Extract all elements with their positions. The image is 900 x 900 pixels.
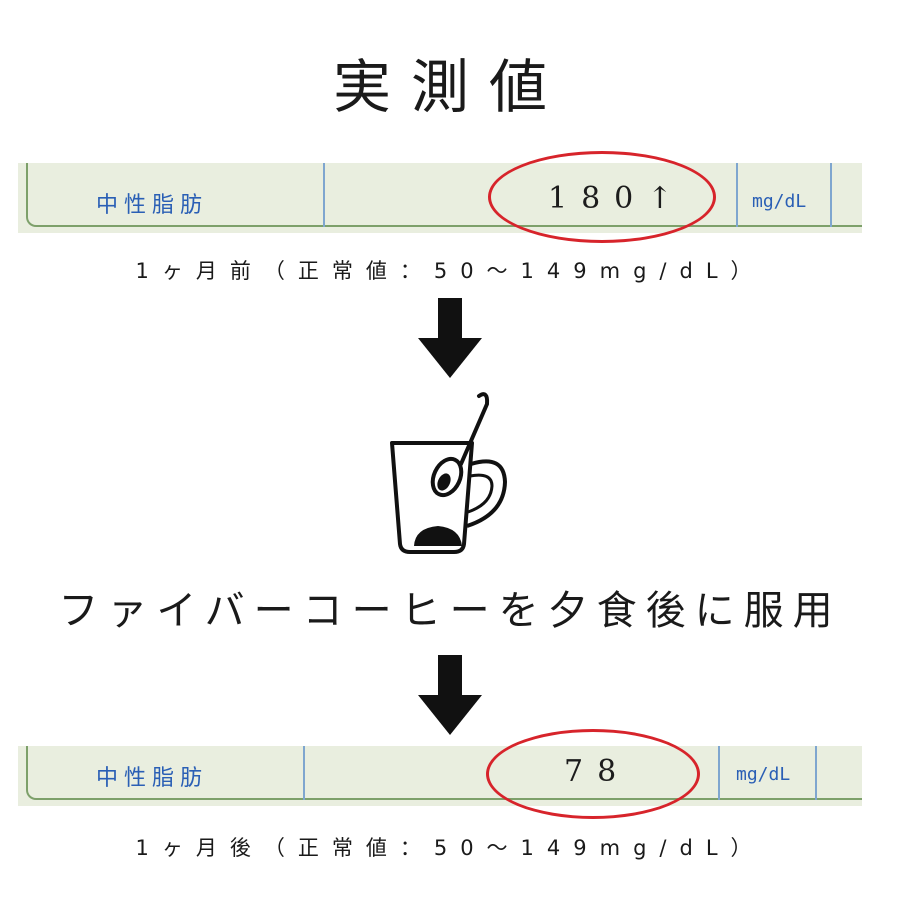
- unit-label: mg/dL: [752, 191, 807, 212]
- caption-after: 1ヶ月後（正常値：50〜149mg/dL）: [135, 836, 765, 860]
- column-divider: [718, 746, 720, 800]
- highlight-circle: [486, 729, 700, 819]
- report-strip-after: 中性脂肪 78 mg/dL: [18, 746, 862, 806]
- coffee-cup-with-spoon-icon: [390, 392, 508, 554]
- column-divider: [323, 163, 325, 227]
- unit-label: mg/dL: [736, 764, 791, 785]
- highlight-circle: [488, 151, 716, 243]
- down-arrow-icon: [418, 655, 482, 735]
- column-divider: [303, 746, 305, 800]
- caption-before: 1ヶ月前（正常値：50〜149mg/dL）: [135, 259, 765, 283]
- table-frame: [26, 163, 862, 227]
- column-divider: [736, 163, 738, 227]
- step-instruction: ファイバーコーヒーを夕食後に服用: [58, 588, 842, 634]
- report-strip-before: 中性脂肪 180↑ mg/dL: [18, 163, 862, 233]
- item-label: 中性脂肪: [96, 766, 209, 791]
- item-label: 中性脂肪: [96, 193, 209, 218]
- column-divider: [815, 746, 817, 800]
- page-title: 実測値: [332, 53, 567, 121]
- table-frame: [26, 746, 862, 800]
- column-divider: [830, 163, 832, 227]
- down-arrow-icon: [418, 298, 482, 378]
